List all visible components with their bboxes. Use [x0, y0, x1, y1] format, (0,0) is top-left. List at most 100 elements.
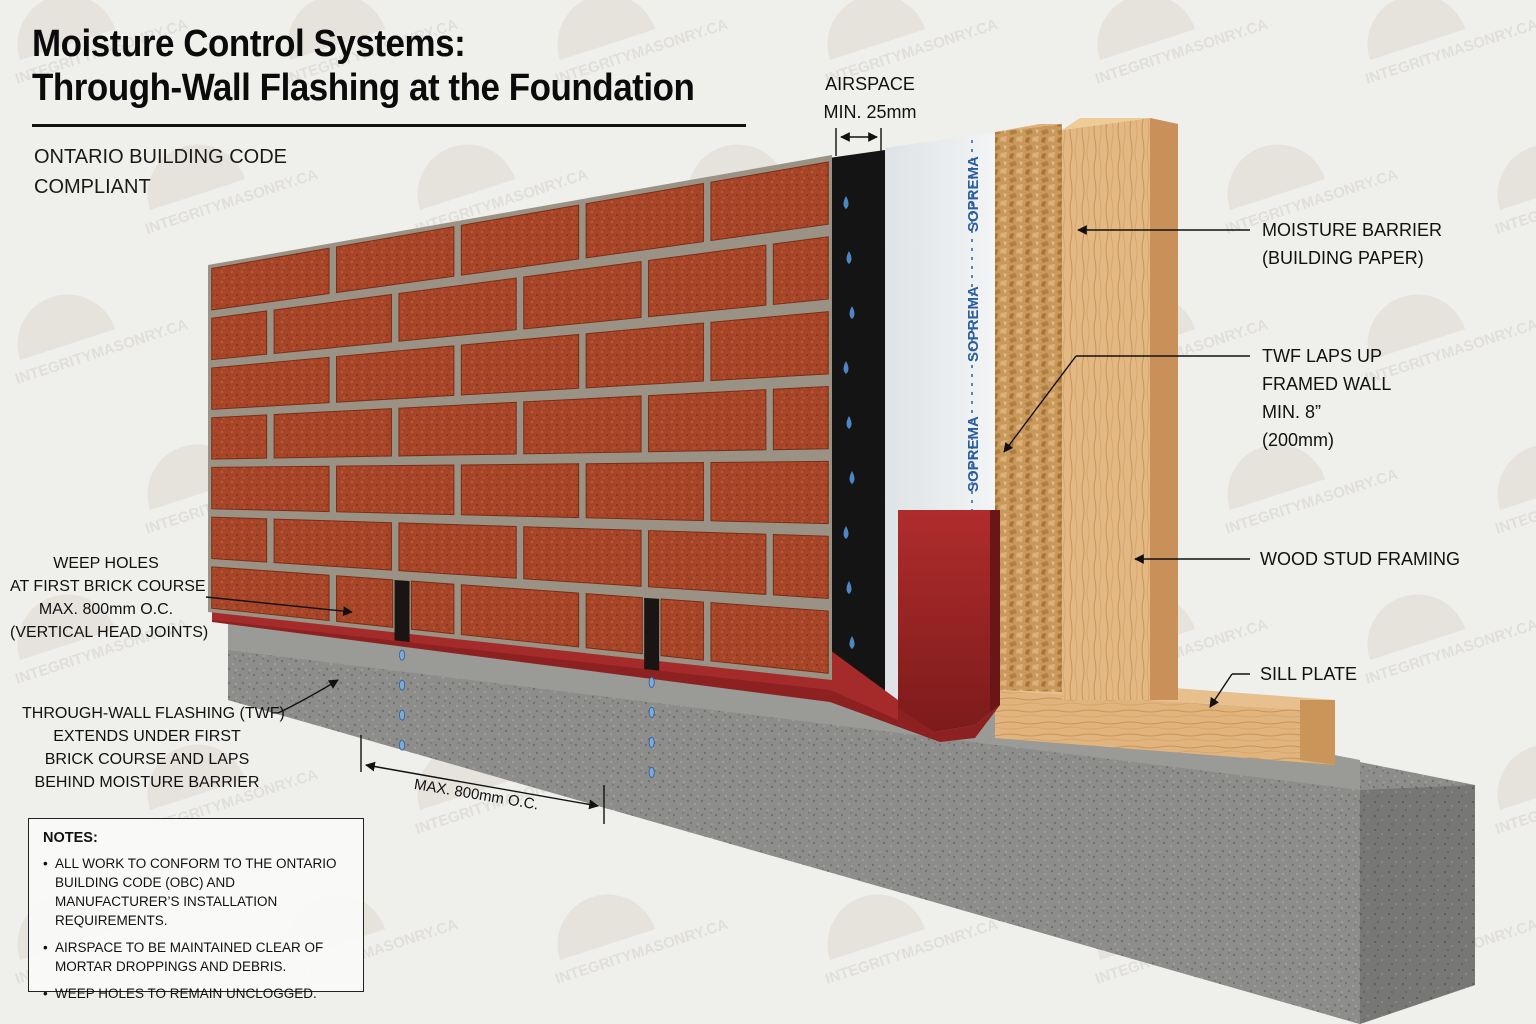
brick-13	[336, 345, 455, 403]
moisture-barrier-label-line-1: MOISTURE BARRIER	[1262, 220, 1443, 240]
weep-holes-label-line-2: AT FIRST BRICK COURSE	[10, 578, 206, 595]
airspace-cavity	[829, 150, 885, 706]
brick-22	[772, 385, 829, 451]
title-divider	[32, 124, 746, 127]
brick-14	[460, 333, 580, 396]
sheathing-panel	[995, 124, 1062, 692]
twf-label-line-1: THROUGH-WALL FLASHING (TWF)	[22, 705, 285, 722]
brick-19	[398, 401, 517, 457]
weep-drop	[399, 709, 406, 721]
watermark-6: INTEGRITYMASONRY.CA	[1363, 0, 1536, 88]
moisture-barrier-label-line-2: (BUILDING PAPER)	[1262, 248, 1424, 268]
sill-plate-label-line-1: SILL PLATE	[1260, 664, 1358, 684]
brick-35	[336, 575, 394, 628]
brick-8	[398, 277, 517, 342]
twf-label-line-3: BRICK COURSE AND LAPS	[44, 751, 250, 768]
brick-2	[336, 226, 455, 294]
brick-9	[523, 260, 642, 330]
weep-holes-label-line-3: MAX. 800mm O.C.	[38, 601, 174, 618]
weep-drop	[648, 706, 655, 718]
brick-1	[211, 247, 330, 311]
brick-40	[710, 602, 829, 674]
airspace-drop	[849, 636, 855, 649]
subtitle-line-2: COMPLIANT	[34, 176, 151, 198]
brick-26	[585, 462, 704, 522]
twf-label-line-2: EXTENDS UNDER FIRST	[53, 728, 241, 745]
subtitle: ONTARIO BUILDING CODE COMPLIANT	[34, 142, 334, 202]
airspace-label: AIRSPACE MIN. 25mm	[800, 70, 940, 126]
brick-39	[660, 598, 704, 661]
water-drops-airspace	[843, 196, 855, 649]
notes-list: ALL WORK TO CONFORM TO THE ONTARIO BUILD…	[43, 854, 351, 1003]
brick-courses	[211, 161, 829, 674]
weep-holes	[394, 579, 660, 778]
weep-drop	[399, 649, 406, 661]
watermark-36: INTEGRITYMASONRY.CA	[1493, 744, 1536, 838]
airspace-drop	[843, 361, 849, 374]
through-wall-flashing	[212, 510, 1000, 742]
twf-laps-label-line-4: (200mm)	[1262, 430, 1335, 450]
weep-drop	[648, 736, 655, 748]
brick-29	[273, 518, 392, 571]
brick-veneer-wall	[208, 155, 832, 778]
wood-stud-label: WOOD STUD FRAMING	[1260, 545, 1460, 573]
airspace-drop	[849, 306, 855, 319]
brick-28	[211, 516, 268, 563]
airspace-drop	[849, 471, 855, 484]
brick-38	[585, 593, 643, 655]
brick-12	[211, 356, 330, 410]
brick-16	[710, 311, 829, 382]
watermark-13: INTEGRITYMASONRY.CA	[13, 294, 190, 388]
brick-5	[710, 161, 829, 242]
membrane-brand-3: SOPREMA	[965, 416, 982, 492]
brick-15	[585, 322, 704, 389]
watermark-24: INTEGRITYMASONRY.CA	[1493, 444, 1536, 538]
membrane-brand-2: SOPREMA	[965, 286, 982, 362]
twf-laps-label: TWF LAPS UP FRAMED WALL MIN. 8” (200mm)	[1262, 342, 1391, 454]
brick-23	[211, 465, 330, 513]
airspace-label-line-1: AIRSPACE	[825, 74, 915, 94]
page-title: Moisture Control Systems: Through-Wall F…	[32, 22, 695, 110]
note-item-1: ALL WORK TO CONFORM TO THE ONTARIO BUILD…	[43, 854, 351, 930]
twf-label: THROUGH-WALL FLASHING (TWF) EXTENDS UNDE…	[22, 702, 285, 794]
title-line-2: Through-Wall Flashing at the Foundation	[32, 67, 695, 109]
airspace-label-line-2: MIN. 25mm	[823, 102, 917, 122]
brick-32	[648, 530, 767, 595]
airspace-drop	[846, 251, 852, 264]
airspace-drop	[843, 196, 849, 209]
brick-6	[211, 310, 268, 361]
airspace-drop	[846, 581, 852, 594]
watermark-39: INTEGRITYMASONRY.CA	[553, 894, 730, 988]
brick-10	[648, 244, 767, 318]
brick-18	[273, 408, 392, 459]
twf-label-line-4: BEHIND MOISTURE BARRIER	[34, 774, 260, 791]
brick-4	[585, 182, 704, 259]
brick-20	[523, 395, 642, 455]
brick-17	[211, 414, 268, 460]
title-line-1: Moisture Control Systems:	[32, 23, 466, 65]
brick-24	[336, 464, 455, 516]
weep-drop	[648, 676, 655, 688]
brick-27	[710, 460, 829, 525]
weep-drop	[648, 766, 655, 778]
weep-holes-label: WEEP HOLES AT FIRST BRICK COURSE MAX. 80…	[10, 552, 209, 644]
brick-11	[772, 236, 829, 306]
twf-laps-label-line-1: TWF LAPS UP	[1262, 346, 1383, 366]
brick-37	[460, 584, 580, 648]
weep-holes-label-line-4: (VERTICAL HEAD JOINTS)	[10, 624, 209, 641]
note-item-2: AIRSPACE TO BE MAINTAINED CLEAR OF MORTA…	[43, 938, 351, 976]
sill-plate-label: SILL PLATE	[1260, 660, 1357, 688]
moisture-barrier-label: MOISTURE BARRIER (BUILDING PAPER)	[1262, 216, 1442, 272]
brick-36	[410, 580, 455, 635]
weep-holes-label-line-1: WEEP HOLES	[53, 555, 159, 572]
notes-box: NOTES: ALL WORK TO CONFORM TO THE ONTARI…	[28, 818, 364, 1003]
brick-7	[273, 293, 392, 355]
brick-21	[648, 389, 767, 453]
watermark-12: INTEGRITYMASONRY.CA	[1493, 144, 1536, 238]
brick-31	[523, 526, 642, 587]
watermark-5: INTEGRITYMASONRY.CA	[1093, 0, 1270, 88]
brick-33	[772, 533, 829, 599]
membrane-brand-1: SOPREMA	[965, 156, 982, 232]
airspace-drop	[843, 526, 849, 539]
